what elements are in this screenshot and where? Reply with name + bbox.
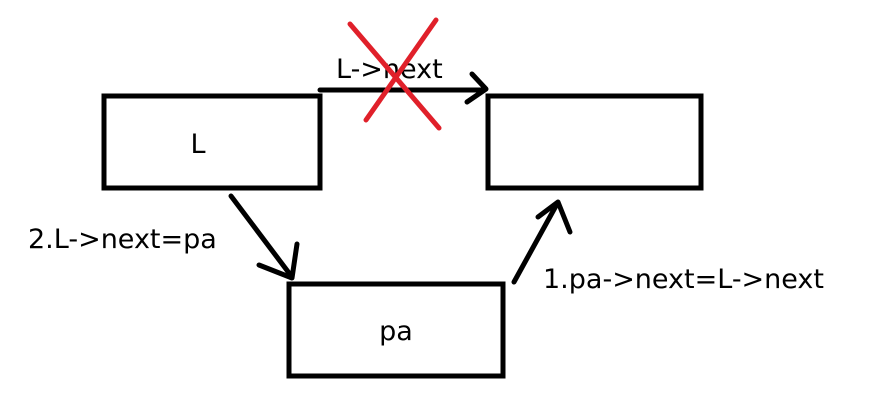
edge-pa-link: 1.pa->next=L->next: [511, 199, 824, 295]
new-link-line: [228, 193, 295, 280]
pa-link-line: [511, 201, 560, 285]
new-link-arrowhead-icon: [256, 241, 300, 281]
new-link-label: 2.L->next=pa: [28, 224, 217, 255]
node-target: [485, 93, 704, 191]
edge-new-link: 2.L->next=pa: [28, 193, 300, 281]
pa-link-arrowhead-icon: [535, 199, 573, 235]
removed-cross-icon: [347, 17, 442, 131]
node-target-box: [485, 93, 704, 191]
old-link-arrowhead-icon: [464, 71, 489, 105]
pa-link-label: 1.pa->next=L->next: [543, 264, 824, 295]
node-pa: pa: [286, 281, 506, 379]
node-pa-box: [286, 281, 506, 379]
edge-old-link: L->next: [317, 17, 489, 131]
node-l: L: [101, 93, 323, 191]
node-l-box: [101, 93, 323, 191]
node-l-label: L: [190, 129, 205, 160]
node-pa-label: pa: [379, 316, 413, 347]
